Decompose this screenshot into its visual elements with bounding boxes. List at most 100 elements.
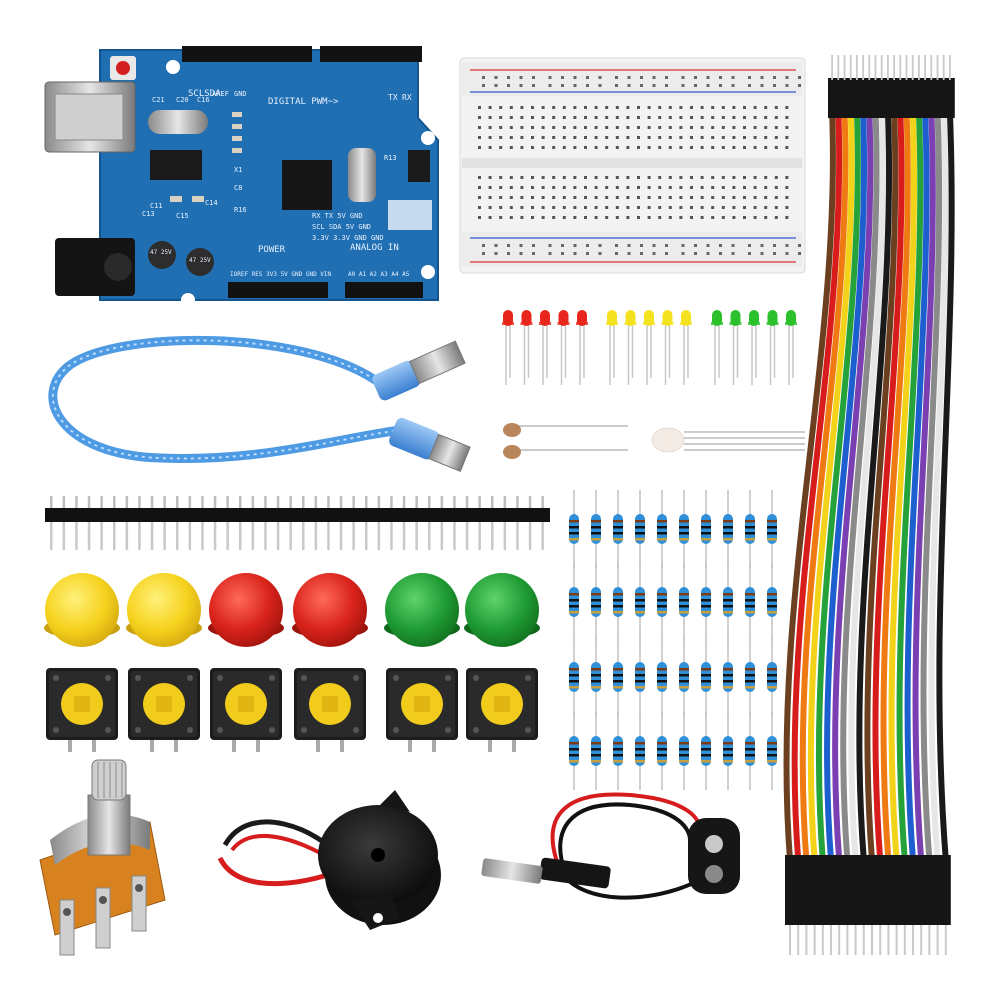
digital-header (182, 46, 312, 62)
red-cap (208, 573, 284, 647)
resistor (635, 712, 645, 790)
red-led (557, 310, 570, 385)
jumper-wire (832, 109, 874, 861)
r16-label: R16 (234, 206, 247, 214)
c11-label: C11 (150, 202, 163, 210)
jumper-wire (872, 109, 905, 861)
jumper-wire (791, 109, 843, 861)
breadboard (459, 57, 806, 274)
battery-snap (688, 818, 740, 894)
tactile-switch (46, 668, 118, 752)
sclsda-label: SCLSDA (188, 89, 221, 99)
atmega-chip (282, 160, 332, 210)
green-led (729, 310, 742, 385)
red-led (539, 310, 551, 385)
resistor (745, 490, 755, 568)
red-led (576, 310, 588, 385)
jumper-wire (896, 109, 924, 861)
yellow-led (606, 310, 618, 385)
green-cap (384, 573, 460, 647)
tactile-switch (466, 668, 538, 752)
usb-serial-chip (150, 150, 202, 180)
yellow-cap (44, 573, 120, 647)
dc-power-jack (55, 238, 135, 296)
led-set (502, 310, 797, 385)
resistor (657, 490, 667, 568)
jumper-wire (848, 109, 886, 861)
tactile-switch (386, 668, 458, 752)
resistor (767, 712, 777, 790)
resistor (569, 638, 579, 716)
resistor (679, 638, 689, 716)
dc-barrel-plug (481, 857, 611, 889)
resistor (657, 638, 667, 716)
tactile-switch (128, 668, 200, 752)
analog-header (345, 282, 423, 298)
resistor (723, 563, 733, 641)
resistor (723, 490, 733, 568)
usb-a-plug (372, 360, 421, 401)
breadboard-holes (478, 76, 801, 255)
resistor (679, 563, 689, 641)
resistor (723, 638, 733, 716)
power-header (228, 282, 328, 298)
v33-row-label: 3.3V 3.3V GND GND (312, 234, 384, 242)
yellow-led (680, 310, 692, 385)
c14-label: C14 (205, 199, 218, 207)
c16-label: C16 (197, 96, 210, 104)
jumper-wire (912, 109, 936, 861)
jumper-wire (824, 109, 868, 861)
jumper-wire (920, 109, 943, 861)
resistor (701, 563, 711, 641)
jumper-wire (904, 109, 930, 861)
resistor (745, 638, 755, 716)
resistor (569, 563, 579, 641)
resistor (657, 563, 667, 641)
c15-label: C15 (176, 212, 189, 220)
analog-label: ANALOG IN (350, 243, 399, 253)
tactile-switch (294, 668, 366, 752)
resistor (723, 712, 733, 790)
resistor (745, 712, 755, 790)
yellow-led (661, 310, 674, 385)
tactile-switches (46, 668, 538, 752)
rxtx-row-label: RX TX 5V GND (312, 212, 363, 220)
scl-row-label: SCL SDA 5V GND (312, 223, 371, 231)
rx-label: RX (402, 93, 412, 102)
potentiometer (39, 759, 166, 956)
resistor (635, 490, 645, 568)
resistor (569, 712, 579, 790)
resistor (679, 490, 689, 568)
resistor (613, 712, 623, 790)
resistor (591, 712, 601, 790)
resistor (679, 712, 689, 790)
tactile-switch (210, 668, 282, 752)
cap2-label: 47 25V (189, 257, 211, 264)
jumper-wire (840, 109, 880, 861)
resistor (635, 563, 645, 641)
jumper-wire (815, 109, 861, 861)
red-cap (292, 573, 368, 647)
rgb-led (651, 427, 805, 453)
photoresistor (503, 423, 628, 459)
resistor (613, 490, 623, 568)
power-pins-label: IOREF RES 3V3 5V GND GND VIN (230, 271, 332, 278)
resistor (767, 490, 777, 568)
resistor (613, 563, 623, 641)
jumper-wire (783, 109, 836, 861)
resistor (745, 563, 755, 641)
gnd-label: GND (234, 90, 247, 98)
jumper-wire-bundle (783, 55, 955, 955)
yellow-led (643, 310, 655, 385)
button-caps (44, 573, 540, 647)
x1-label: X1 (234, 166, 242, 174)
resistor (701, 712, 711, 790)
resistor (591, 638, 601, 716)
electrolytic-capacitor (148, 241, 176, 269)
jumper-wire (864, 109, 899, 861)
usb-b-plug (389, 417, 440, 460)
male-pin-header-strip (45, 496, 550, 550)
tx-label: TX (388, 93, 398, 102)
